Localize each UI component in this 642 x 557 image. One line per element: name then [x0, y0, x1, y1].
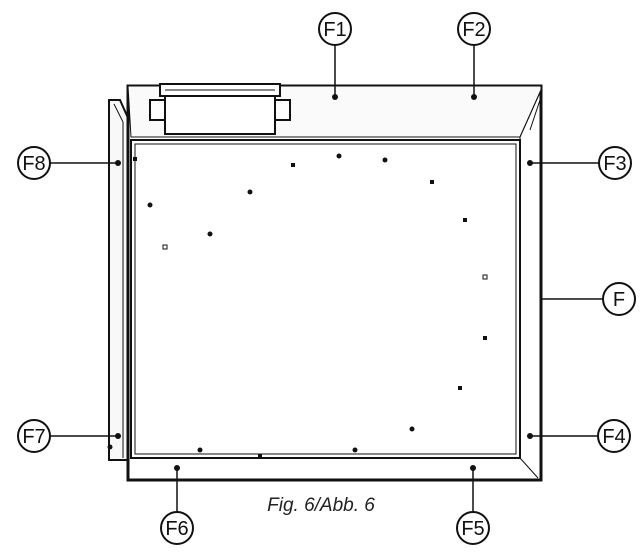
callout-f7: F7	[17, 419, 51, 453]
callout-f8: F8	[17, 146, 51, 180]
surface-dots	[107, 153, 488, 458]
callout-f4: F4	[597, 419, 631, 453]
callout-f2-label: F2	[462, 19, 485, 41]
callout-f3: F3	[598, 146, 632, 180]
leader-lines	[50, 44, 603, 512]
callout-f4-label: F4	[602, 426, 625, 448]
callout-f3-label: F3	[603, 153, 626, 175]
callout-f6: F6	[160, 511, 194, 545]
housing	[126, 84, 543, 482]
callout-f: F	[602, 282, 636, 316]
callout-f6-label: F6	[165, 518, 188, 540]
top-connector	[149, 83, 291, 135]
left-flange	[108, 99, 129, 461]
callout-f5-label: F5	[461, 518, 484, 540]
callout-f2: F2	[457, 12, 491, 46]
figure-caption: Fig. 6/Abb. 6	[267, 495, 375, 516]
callout-f7-label: F7	[22, 426, 45, 448]
callout-f8-label: F8	[22, 153, 45, 175]
callout-f-label: F	[613, 289, 625, 311]
callout-f5: F5	[456, 511, 490, 545]
callout-f1-label: F1	[323, 19, 346, 41]
fastener-markers	[115, 94, 533, 471]
callout-f1: F1	[318, 12, 352, 46]
